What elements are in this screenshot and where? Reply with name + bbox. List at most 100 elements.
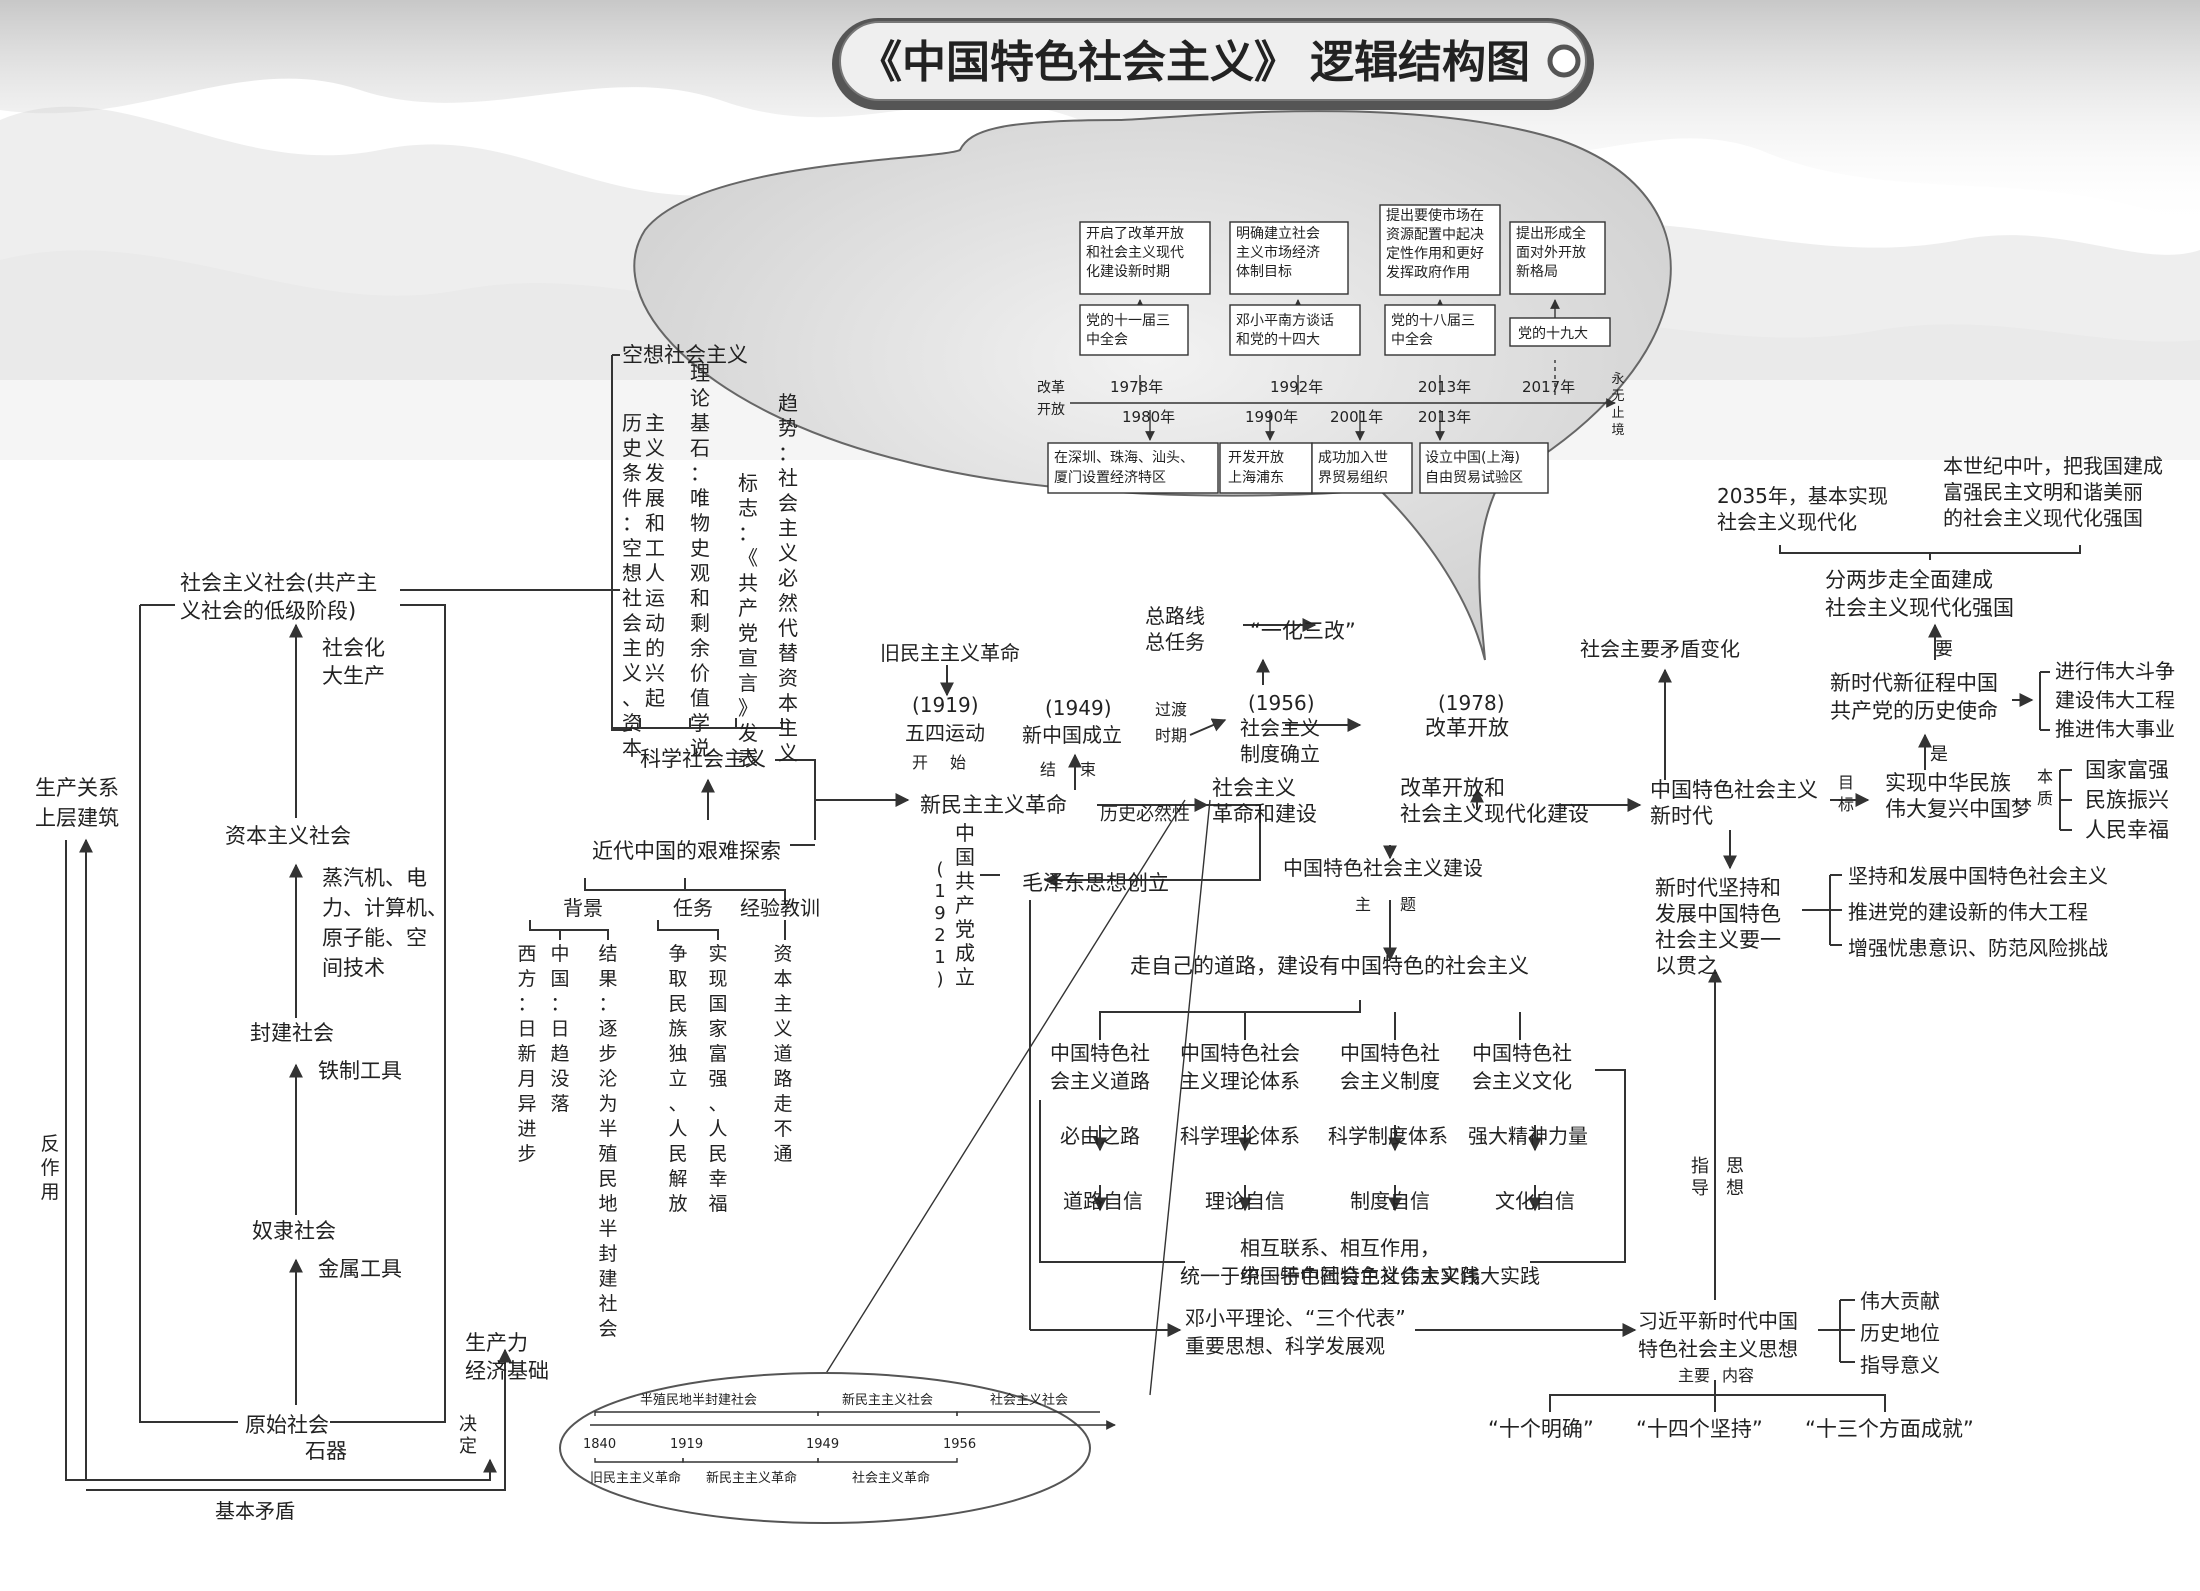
label-goal: 标 (1838, 795, 1854, 814)
tl-rev-0: 旧民主主义革命 (590, 1470, 681, 1486)
bubble-left-label: 改革 (1037, 380, 1065, 396)
lesson-text: 资本主义道路走不通 (773, 943, 792, 1165)
bubble-bottom-1: 上海浦东 (1228, 470, 1284, 486)
node-contradiction: 社会主要矛盾变化 (1580, 637, 1740, 661)
label-theme: 主 (1355, 895, 1371, 914)
node-mid-century: 本世纪中叶，把我国建成 (1943, 454, 2163, 478)
col-title-1: 中国特色社会 (1180, 1041, 1300, 1065)
node-reform-build: 社会主义现代化建设 (1400, 802, 1589, 826)
node-essence-items: 人民幸福 (2085, 818, 2169, 842)
bg-result: 结果：逐步沦为半殖民地半封建社会 (598, 943, 617, 1340)
node-party: 中国共产党成立 (955, 821, 975, 989)
label-is: 是 (1930, 744, 1948, 765)
node-explore: 近代中国的艰难探索 (592, 839, 781, 863)
node-rejuv: 实现中华民族 (1885, 771, 2011, 795)
label-start: 始 (950, 753, 966, 772)
bubble-text-0: 化建设新时期 (1086, 264, 1170, 280)
bubble-year-1990: 1990年 (1245, 408, 1298, 426)
label-main: 主要 (1678, 1366, 1710, 1385)
bubble-right-label: 永无止境 (1611, 372, 1624, 438)
node-forces: 生产力 (465, 1331, 528, 1355)
col-title-0: 中国特色社 (1050, 1041, 1150, 1065)
label-thought: 思想 (1726, 1156, 1744, 1199)
col-bottom-2: 制度自信 (1350, 1189, 1430, 1213)
node-2035: 社会主义现代化 (1717, 510, 1857, 534)
bubble-year-1978: 1978年 (1110, 378, 1163, 396)
node-xi-thought: 习近平新时代中国 (1638, 1309, 1798, 1333)
node-reform-build: 改革开放和 (1400, 776, 1505, 800)
connectors (65, 299, 2081, 1491)
bubble-text-0: 和社会主义现代 (1086, 245, 1184, 261)
bubble-meeting-2: 党的十八届三 (1391, 313, 1475, 329)
node-forces: 经济基础 (465, 1359, 549, 1383)
node-persist-items: 坚持和发展中国特色社会主义 (1848, 864, 2108, 888)
node-prc: 新中国成立 (1022, 723, 1122, 747)
col-bottom-0: 道路自信 (1063, 1189, 1143, 1213)
node-xi-items: 历史地位 (1860, 1321, 1940, 1345)
node-new-era: 中国特色社会主义 (1650, 778, 1818, 802)
node-mid-century: 富强民主文明和谐美丽 (1943, 480, 2143, 504)
node-deng: 重要思想、科学发展观 (1185, 1334, 1385, 1358)
node-unified: 统一于中国特色社会主义伟大实践 (1180, 1264, 1480, 1288)
node-sr-build: 社会主义 (1212, 776, 1296, 800)
node-mission: 共产党的历史使命 (1830, 699, 1998, 723)
node-sr-build: 革命和建设 (1212, 802, 1317, 826)
col-bottom-3: 文化自信 (1495, 1189, 1575, 1213)
bubble-bottom-3: 设立中国(上海) (1425, 450, 1520, 466)
node-unified: 相互联系、相互作用， (1240, 1236, 1440, 1260)
tl-year-1949: 1949 (806, 1437, 839, 1452)
bubble-year-2013a: 2013年 (1418, 378, 1471, 396)
node-old-rev: 旧民主主义革命 (880, 641, 1020, 665)
node-persist-items: 增强忧患意识、防范风险挑战 (1848, 936, 2108, 960)
col-title-0: 会主义道路 (1050, 1069, 1150, 1093)
diagram-text: 原始社会石器奴隶社会金属工具封建社会铁制工具资本主义社会蒸汽机、电力、计算机、原… (35, 207, 2175, 1523)
node-rejuv: 伟大复兴中国梦 (1885, 797, 2032, 821)
bubble-bottom-2: 界贸易组织 (1318, 470, 1388, 486)
node-task: 任务 (673, 896, 713, 920)
tl-year-1840: 1840 (583, 1437, 616, 1452)
node-new-era: 新时代 (1650, 804, 1713, 828)
node-thirteen: “十三个方面成就” (1805, 1417, 1974, 1441)
node-tech: 间技术 (322, 956, 385, 980)
tl-rev-2: 社会主义革命 (852, 1470, 930, 1486)
label-decide: 决定 (459, 1414, 477, 1457)
node-reform: 改革开放 (1425, 716, 1509, 740)
bubble-year-2017: 2017年 (1522, 378, 1575, 396)
node-stone: 石器 (305, 1439, 347, 1463)
bubble-bottom-3: 自由贸易试验区 (1425, 470, 1523, 486)
node-scientific-socialism: 科学社会主义 (640, 747, 766, 771)
col-mid-1: 科学理论体系 (1180, 1124, 1300, 1148)
node-slave: 奴隶社会 (252, 1219, 336, 1243)
bubble-text-2: 发挥政府作用 (1386, 265, 1470, 281)
timeline-ellipse (559, 1372, 1116, 1524)
bubble-text-3: 面对外开放 (1516, 245, 1586, 261)
title-circle-icon (1547, 44, 1581, 78)
bubble-bottom-1: 开发开放 (1228, 450, 1284, 466)
node-tech: 力、计算机、 (322, 896, 448, 920)
node-feudal: 封建社会 (250, 1021, 334, 1045)
tl-year-1919: 1919 (670, 1437, 703, 1452)
label-end: 结 (1040, 760, 1056, 779)
bubble-text-0: 开启了改革开放 (1086, 226, 1184, 242)
label-end: 束 (1080, 760, 1096, 779)
node-relations: 生产关系 (35, 776, 119, 800)
node-persist: 新时代坚持和 (1655, 876, 1781, 900)
node-xi-items: 伟大贡献 (1860, 1289, 1940, 1313)
col-mid-0: 必由之路 (1060, 1124, 1140, 1148)
bubble-text-1: 主义市场经济 (1236, 244, 1320, 261)
node-capitalist: 资本主义社会 (225, 824, 351, 848)
bubble-text-2: 提出要使市场在 (1386, 207, 1484, 224)
node-cs-build: 中国特色社会主义建设 (1283, 856, 1483, 880)
bubble-text-2: 定性作用和更好 (1386, 246, 1484, 262)
col-title-1: 主义理论体系 (1180, 1069, 1300, 1093)
bubble-meeting-0: 中全会 (1086, 331, 1128, 348)
bubble-bottom-0: 厦门设置经济特区 (1054, 470, 1166, 486)
bubble-bottom-0: 在深圳、珠海、汕头、 (1054, 450, 1194, 466)
label-historical: 历史必然性 (1100, 804, 1190, 825)
node-essence-items: 国家富强 (2085, 758, 2169, 782)
node-fourteen: “十四个坚持” (1636, 1417, 1763, 1441)
label-content: 内容 (1722, 1366, 1754, 1385)
col-mid-2: 科学制度体系 (1328, 1124, 1448, 1148)
utopia-col-2: 理论基石：唯物史观和剩余价值学说 (690, 361, 710, 760)
